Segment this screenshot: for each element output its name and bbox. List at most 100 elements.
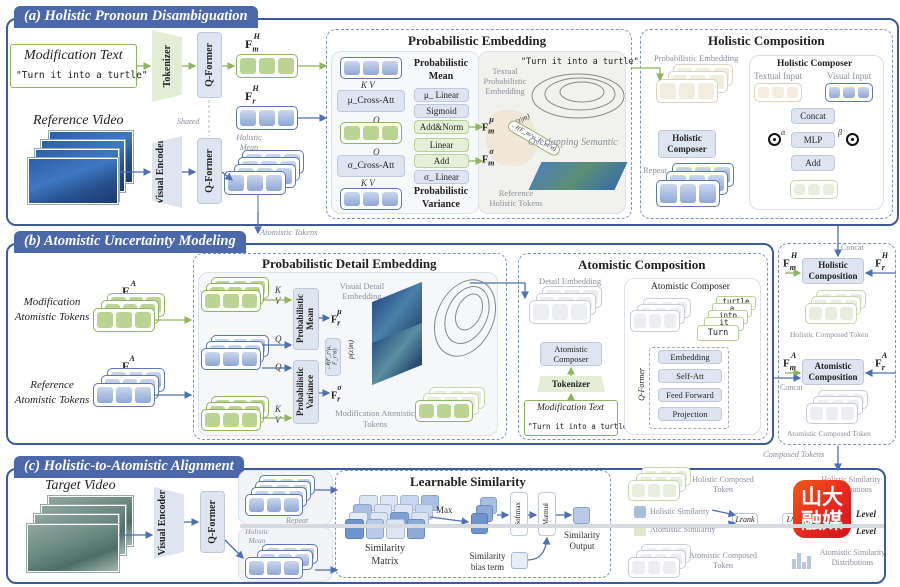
beta-multiply-icon — [846, 133, 859, 146]
q-label-b-top: Q — [275, 334, 282, 344]
prob-embedding-label-hc: Probabilistic Embedding — [654, 53, 739, 63]
modification-text-box-b — [524, 400, 618, 436]
ref-atomistic-tokens-label: Reference Atomistic Tokens — [14, 379, 90, 406]
mod-atomistic-tokens-label: Modification Atomistic Tokens — [14, 296, 90, 323]
atomistic-composed-token-label: Atomistic Composed Token — [787, 429, 871, 438]
arrow-holistic-sim-to-lrank — [711, 509, 737, 518]
textual-ellipse-outer — [531, 73, 625, 119]
alpha-multiply-icon — [768, 133, 781, 146]
alpha-label: α — [781, 128, 786, 137]
fm-mu-label: Fmμ — [482, 115, 495, 136]
probabilistic-variance-block-b: Probabilistic Variance — [293, 360, 319, 424]
qformer-block-c: Q-Former — [200, 491, 225, 553]
probabilistic-mean-label: Probabilistic Mean — [413, 58, 469, 82]
fr-h-label: FrH — [245, 84, 259, 106]
prob-embedding-stack-1 — [656, 79, 718, 103]
add-block-hc: Add — [791, 155, 835, 171]
atomistic-composition-block: Atomistic Composition — [802, 359, 864, 385]
reference-video-label: Reference Video — [33, 113, 124, 128]
composer-token-stack-1 — [630, 310, 680, 332]
repeat-label-c: Repeat — [286, 516, 309, 525]
sigmoid-block: Sigmoid — [414, 104, 469, 118]
max-output-cell-1 — [471, 513, 488, 534]
k-label-top: K — [275, 285, 282, 295]
panel-c-title: (c) Holistic-to-Atomistic Alignment — [14, 456, 244, 478]
textual-prob-embedding-label: Textual Probabilistic Embedding — [483, 66, 527, 97]
reference-frame-tokens-1 — [224, 171, 286, 195]
detail-ellipse-inner — [454, 293, 484, 331]
mod-atomistic-stack-1 — [93, 308, 155, 332]
ref-atomistic-stack-1 — [93, 383, 155, 407]
c-atomistic-composed-stack-1 — [628, 557, 680, 578]
panel-holistic-to-atomistic-alignment — [6, 468, 886, 584]
holistic-composer-output-tokens — [790, 180, 838, 199]
mu-linear-block: μ_ Linear — [414, 88, 469, 102]
fr-mu-label: Frμ — [331, 307, 342, 328]
target-video-frame-1 — [27, 524, 119, 572]
mlp-block: MLP — [791, 132, 835, 148]
q-label-b-bottom: Q — [275, 362, 282, 372]
visual-encoder-block: Visual Encoder — [152, 136, 182, 208]
modification-text-quote-b: "Turn it into a turtle" — [528, 422, 632, 431]
watermark-logo: 山大 融媒 — [793, 480, 851, 538]
tokenizer-block-b: Tokenizer — [537, 376, 605, 392]
mod-atomistic-tokens-detail-label: Modification Atomistic Tokens — [335, 408, 415, 429]
add-block: Add — [414, 154, 469, 168]
visual-detail-embedding-label: Visual Detail Embedding — [339, 281, 385, 302]
qformer-text-block: Q-Former — [197, 32, 222, 98]
detail-embedding-stack-1 — [529, 300, 591, 324]
c-atomistic-composed-token-label: Atomistic Composed Token — [689, 551, 757, 570]
visual-encoder-block-c: Visual Encoder — [154, 487, 184, 559]
qformer-dashed-region — [649, 347, 729, 429]
holistic-mean-label-c: Holistic Mean — [245, 527, 269, 545]
fr-h-tokens — [236, 106, 298, 130]
panel-b-title: (b) Atomistic Uncertainty Modeling — [14, 231, 246, 253]
q-label-bottom: Q — [373, 147, 380, 157]
probabilistic-mean-block-b: Probabilistic Mean — [293, 288, 319, 350]
side-fm-h-label: FmH — [783, 251, 798, 272]
sigma-linear-block: σ_ Linear — [414, 170, 469, 184]
arrow-matrix-to-max — [429, 516, 470, 526]
c-holistic-composed-token-label: Holistic Composed Token — [692, 475, 754, 494]
concat-top-label: Concat — [841, 243, 864, 252]
holistic-composition-block: Holistic Composition — [802, 258, 864, 284]
prob-embedding-quote: "Turn it into a turtle" — [521, 57, 639, 67]
embedding-block: Embedding — [658, 350, 722, 364]
textual-ellipse-inner — [559, 81, 605, 103]
modification-text-label: Modification Text — [24, 48, 123, 63]
add-norm-block: Add&Norm — [414, 120, 469, 134]
feed-forward-block: Feed Forward — [658, 388, 722, 402]
level-label-1: Level — [856, 509, 876, 519]
holistic-composer-card-title: Holistic Composer — [777, 59, 853, 69]
side-fr-a-label: FrA — [875, 351, 888, 372]
mu-cross-att-block: μ_Cross-Att — [337, 90, 405, 112]
kv-bottom-stack-1 — [201, 409, 261, 431]
projection-block: Projection — [658, 407, 722, 421]
mean-input-tokens — [340, 57, 402, 79]
atomistic-sim-dist-chart — [792, 551, 814, 569]
learnable-similarity-title: Learnable Similarity — [410, 474, 526, 489]
k-label-bottom: K — [275, 404, 282, 414]
holistic-sim-dist-label: Holistic Similarity Distributions — [821, 475, 881, 494]
target-bottom-stack-1 — [245, 557, 303, 579]
textual-input-label: Textual Input — [754, 71, 803, 81]
fm-sigma-label: Fmσ — [482, 147, 495, 168]
mod-tokens-detail-stack-1 — [415, 400, 473, 422]
arrow-prob-to-holistic — [632, 67, 664, 82]
concat-block: Concat — [791, 108, 835, 124]
holistic-composed-token-label: Holistic Composed Token — [790, 330, 869, 339]
similarity-matrix-label: Similarity Matrix — [365, 543, 405, 567]
fm-h-label: FmH — [245, 32, 260, 54]
kv-label-bottom: K V — [361, 178, 375, 188]
modification-text-quote: "Turn it into a turtle" — [16, 70, 148, 81]
sigma-cross-att-block: σ_Cross-Att — [337, 155, 405, 177]
similarity-bias-cell — [511, 552, 528, 569]
v-label-top: V — [275, 296, 281, 306]
holistic-composed-stack-1 — [805, 303, 857, 324]
atomistic-composed-stack-1 — [806, 403, 858, 424]
kv-top-stack-1 — [201, 290, 261, 312]
level-label-2: Level — [856, 526, 876, 536]
holistic-composer-block: Holistic Composer — [658, 130, 716, 158]
holistic-composition-region — [640, 29, 893, 219]
